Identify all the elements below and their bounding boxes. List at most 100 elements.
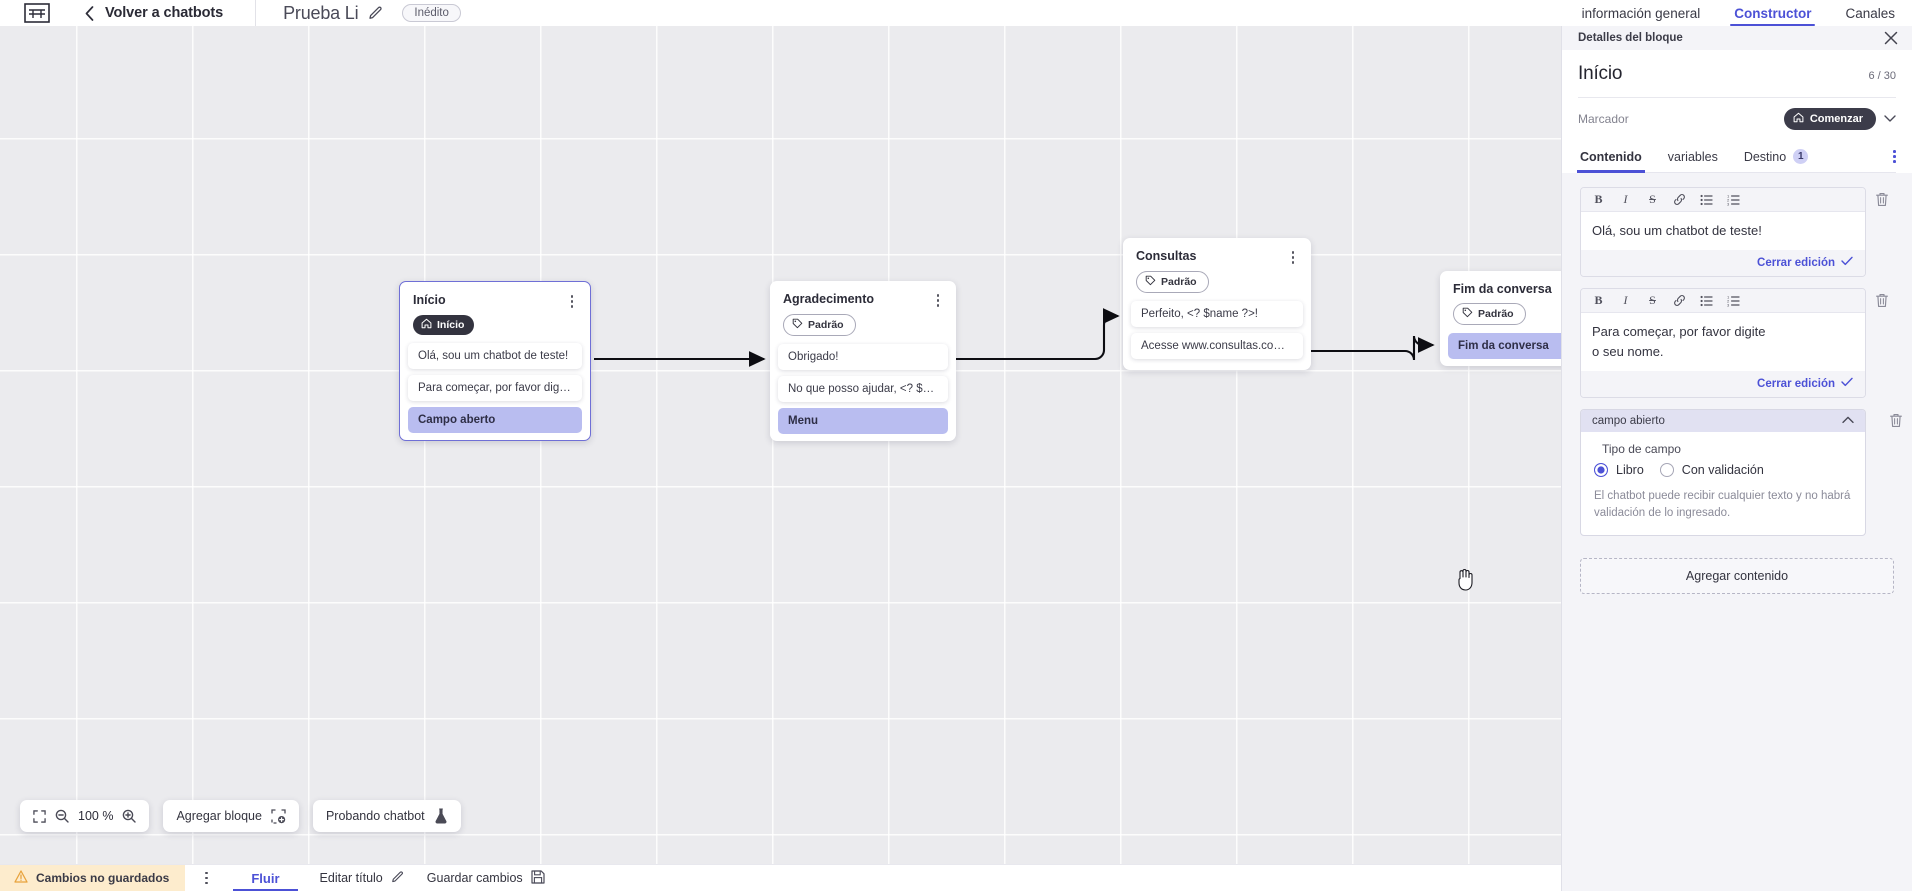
bold-icon[interactable]: B bbox=[1594, 293, 1603, 308]
panel-block-title: Início bbox=[1578, 63, 1623, 84]
bullet-list-icon[interactable] bbox=[1693, 188, 1720, 211]
node-tag-label: Padrão bbox=[1161, 275, 1197, 288]
test-chatbot-button[interactable]: Probando chatbot bbox=[312, 800, 461, 832]
tab-fluir[interactable]: Fluir bbox=[233, 865, 298, 891]
marker-row: Marcador Comenzar bbox=[1578, 98, 1896, 141]
node-tag-default[interactable]: Padrão bbox=[1453, 303, 1526, 325]
tab-destino-label: Destino bbox=[1743, 149, 1787, 164]
link-icon[interactable] bbox=[1666, 188, 1693, 211]
svg-text:2: 2 bbox=[1727, 298, 1730, 303]
tab-canales[interactable]: Canales bbox=[1845, 5, 1895, 21]
svg-text:1: 1 bbox=[1727, 194, 1730, 199]
tab-informacion-general[interactable]: información general bbox=[1581, 5, 1701, 21]
back-to-chatbots-link[interactable]: Volver a chatbots bbox=[105, 5, 224, 21]
trash-icon[interactable] bbox=[1866, 288, 1898, 308]
node-tag-default[interactable]: Padrão bbox=[783, 313, 856, 336]
node-message[interactable]: Obrigado! bbox=[778, 343, 948, 370]
tab-constructor[interactable]: Constructor bbox=[1730, 0, 1816, 26]
brand-logo-icon[interactable] bbox=[20, 0, 54, 26]
node-header: Início bbox=[400, 282, 590, 308]
fit-screen-icon[interactable] bbox=[33, 809, 46, 823]
trash-icon[interactable] bbox=[1866, 187, 1898, 207]
node-tag-row: Padrão bbox=[1440, 296, 1561, 333]
bullet-list-icon[interactable] bbox=[1693, 289, 1720, 312]
pencil-icon[interactable] bbox=[368, 5, 384, 21]
add-block-button[interactable]: Agregar bloque bbox=[163, 800, 299, 832]
field-hint-text: El chatbot puede recibir cualquier texto… bbox=[1594, 490, 1851, 520]
italic-icon[interactable]: I bbox=[1623, 192, 1628, 206]
kebab-menu-icon[interactable] bbox=[1893, 150, 1896, 163]
open-field-header[interactable]: campo abierto bbox=[1581, 410, 1865, 433]
add-block-label: Agregar bloque bbox=[176, 809, 262, 823]
zoom-out-icon[interactable] bbox=[55, 809, 69, 823]
flow-canvas[interactable]: Início Início Olá, sou um chatbot de tes… bbox=[0, 26, 1561, 864]
open-field-block: campo abierto Tipo de campo Libro bbox=[1580, 409, 1866, 536]
panel-header-title: Detalles del bloque bbox=[1578, 32, 1683, 44]
flow-node-fim-da-conversa[interactable]: Fim da conversa Padrão Fim da conversa bbox=[1440, 271, 1561, 366]
node-tag-label: Padrão bbox=[808, 318, 844, 331]
status-badge: Inédito bbox=[402, 4, 461, 22]
close-icon[interactable] bbox=[1884, 31, 1898, 45]
node-message[interactable]: No que posso ajudar, <? $name ... bbox=[778, 375, 948, 402]
editor-text[interactable]: Olá, sou um chatbot de teste! bbox=[1581, 212, 1865, 251]
tab-contenido[interactable]: Contenido bbox=[1577, 141, 1645, 173]
node-message[interactable]: Para começar, por favor digite o ... bbox=[408, 374, 582, 401]
chevron-left-icon[interactable] bbox=[82, 3, 96, 23]
node-action[interactable]: Fim da conversa bbox=[1448, 333, 1561, 359]
radio-option-con-validacion[interactable]: Con validación bbox=[1659, 463, 1764, 478]
kebab-menu-icon[interactable] bbox=[931, 292, 945, 307]
node-message[interactable]: Olá, sou um chatbot de teste! bbox=[408, 342, 582, 369]
tab-destino[interactable]: Destino 1 bbox=[1743, 141, 1809, 173]
link-icon[interactable] bbox=[1666, 289, 1693, 312]
zoom-in-icon[interactable] bbox=[122, 809, 137, 823]
kebab-menu-icon[interactable] bbox=[1286, 249, 1300, 264]
chevron-down-icon[interactable] bbox=[1884, 110, 1896, 128]
svg-text:3: 3 bbox=[1727, 201, 1730, 205]
check-icon bbox=[1841, 377, 1853, 390]
radio-icon bbox=[1594, 463, 1608, 478]
node-message[interactable]: Acesse www.consultas.com par... bbox=[1131, 332, 1303, 359]
marker-chip-label: Comenzar bbox=[1809, 113, 1863, 125]
close-edit-button[interactable]: Cerrar edición bbox=[1757, 377, 1853, 390]
tag-icon bbox=[1145, 275, 1156, 289]
node-tag-row: Padrão bbox=[770, 307, 956, 344]
field-type-radio-group: Libro Con validación bbox=[1594, 463, 1852, 478]
flow-node-consultas[interactable]: Consultas Padrão Perfeito, <? $name ?>! … bbox=[1123, 238, 1311, 370]
editor-text[interactable]: Para começar, por favor digite o seu nom… bbox=[1581, 313, 1781, 372]
flow-node-inicio[interactable]: Início Início Olá, sou um chatbot de tes… bbox=[399, 281, 591, 441]
save-changes-button[interactable]: Guardar cambios bbox=[427, 869, 545, 887]
trash-icon[interactable] bbox=[1880, 409, 1912, 428]
edit-title-button[interactable]: Editar título bbox=[320, 870, 405, 887]
node-action[interactable]: Menu bbox=[778, 407, 948, 434]
node-tag-start[interactable]: Início bbox=[413, 314, 475, 335]
node-action[interactable]: Campo aberto bbox=[408, 406, 582, 433]
node-header: Agradecimento bbox=[770, 281, 956, 307]
node-tag-default[interactable]: Padrão bbox=[1136, 270, 1209, 293]
kebab-menu-icon[interactable] bbox=[565, 293, 579, 308]
panel-tabs: Contenido variables Destino 1 bbox=[1577, 141, 1896, 173]
check-icon bbox=[1841, 256, 1853, 269]
svg-text:2: 2 bbox=[1727, 197, 1730, 202]
close-edit-button[interactable]: Cerrar edición bbox=[1757, 256, 1853, 269]
add-content-button[interactable]: Agregar contenido bbox=[1580, 557, 1894, 594]
node-message[interactable]: Perfeito, <? $name ?>! bbox=[1131, 300, 1303, 327]
marker-selector[interactable]: Comenzar bbox=[1783, 108, 1896, 130]
kebab-menu-icon[interactable] bbox=[193, 871, 219, 885]
italic-icon[interactable]: I bbox=[1623, 293, 1628, 308]
flow-node-agradecimento[interactable]: Agradecimento Padrão Obrigado! No que po… bbox=[770, 281, 956, 441]
node-tag-row: Padrão bbox=[1123, 264, 1311, 301]
strikethrough-icon[interactable]: S bbox=[1649, 293, 1656, 308]
svg-text:1: 1 bbox=[1727, 295, 1730, 300]
radio-option-libro[interactable]: Libro bbox=[1594, 463, 1644, 478]
strikethrough-icon[interactable]: S bbox=[1649, 192, 1656, 206]
bold-icon[interactable]: B bbox=[1594, 192, 1603, 206]
node-title: Fim da conversa bbox=[1453, 282, 1552, 296]
marker-chip[interactable]: Comenzar bbox=[1783, 108, 1876, 130]
tab-variables[interactable]: variables bbox=[1667, 149, 1718, 164]
chevron-up-icon[interactable] bbox=[1842, 415, 1854, 427]
